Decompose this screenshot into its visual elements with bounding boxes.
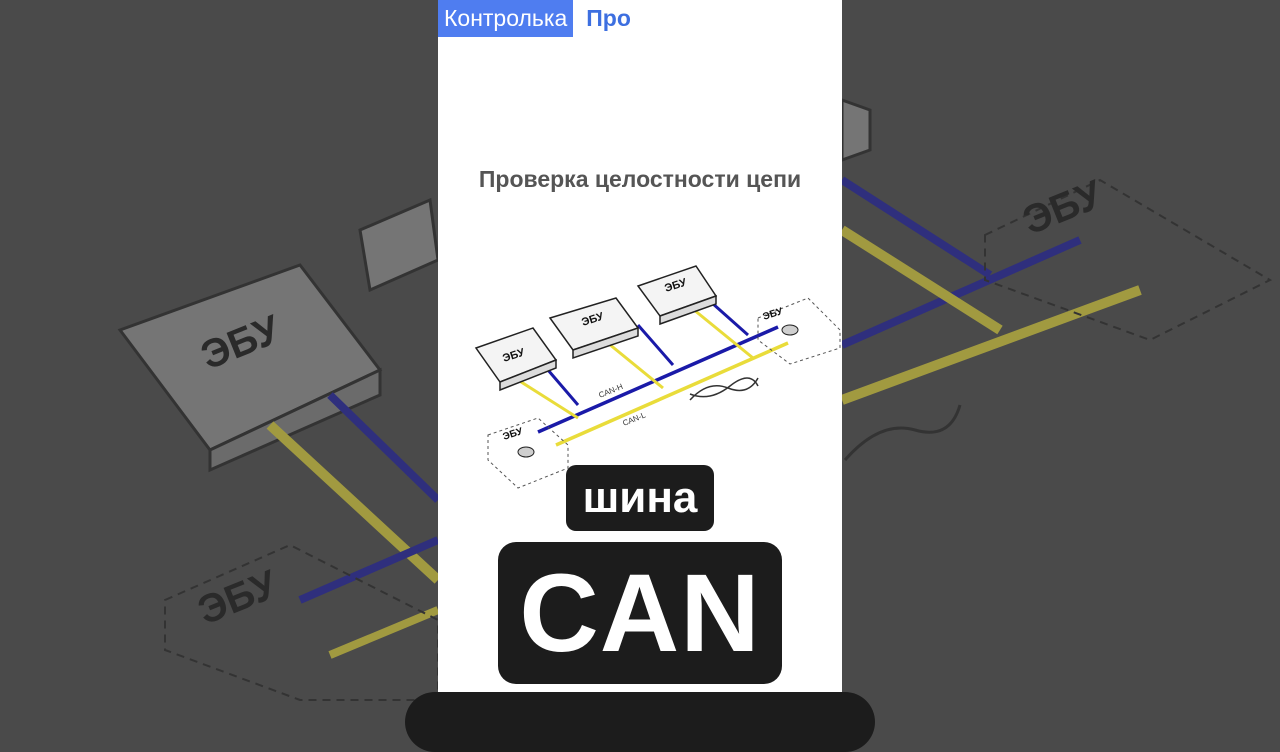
ecu-box-left: ЭБУ (474, 327, 558, 392)
terminator-left: ЭБУ (487, 417, 569, 489)
bottom-overlay-pill (405, 692, 875, 752)
can-bus-diagram: ЭБУ ЭБУ ЭБУ ЭБУ ЭБУ CAN-H CAN-L (474, 265, 841, 489)
slide-heading: Проверка целостности цепи (478, 166, 802, 192)
can-l-line (555, 341, 789, 447)
backdrop-ecu-label-3: ЭБУ (1017, 172, 1110, 244)
ecu-box-right: ЭБУ (636, 265, 718, 326)
background-backdrop: ЭБУ ЭБУ ЭБУ (117, 97, 1273, 701)
brand-name-left: Контролька (438, 0, 574, 37)
brand-header: Контролька Про (438, 0, 631, 37)
brand-name-right: Про (586, 5, 631, 31)
ecu-label-terminator-right: ЭБУ (762, 306, 785, 323)
backdrop-ecu-label-2: ЭБУ (192, 562, 285, 634)
caption-can: CAN (498, 542, 782, 684)
caption-bus: шина (566, 465, 714, 531)
video-frame: Контролька Про Проверка целостности цепи… (438, 0, 842, 720)
ecu-label-terminator-left: ЭБУ (502, 426, 525, 443)
backdrop-diagram: ЭБУ ЭБУ ЭБУ (117, 97, 1273, 701)
ecu-box-middle: ЭБУ (548, 297, 640, 360)
